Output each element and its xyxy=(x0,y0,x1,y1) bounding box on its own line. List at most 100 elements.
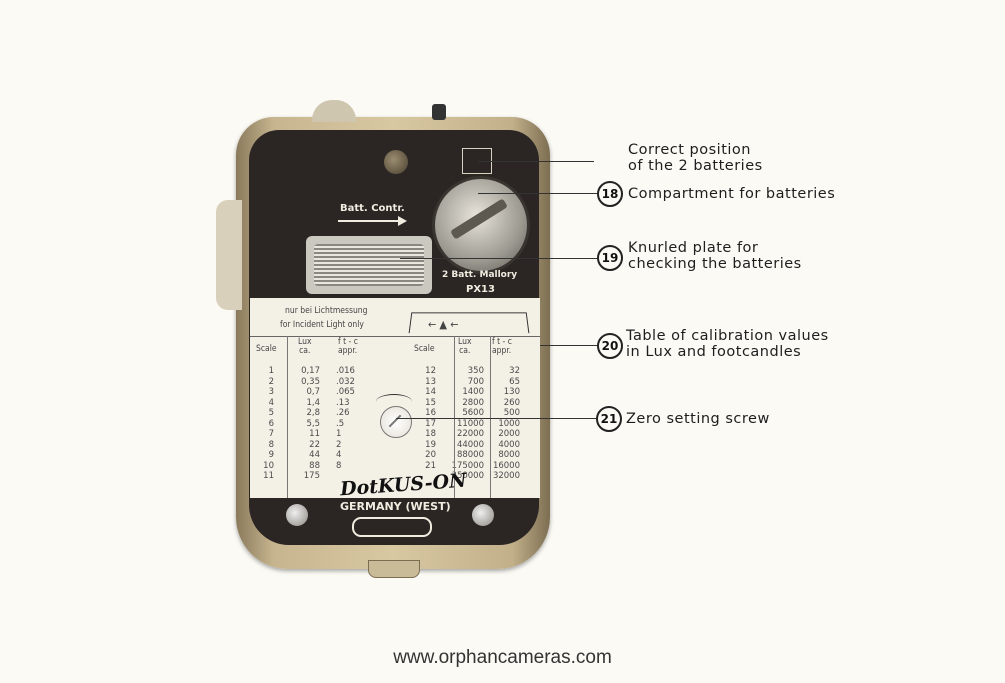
callout-text-battery-position-2: of the 2 batteries xyxy=(628,158,763,174)
table-cell-ftc: .016 xyxy=(336,366,355,376)
table-cell-lux: 2800 xyxy=(462,397,484,408)
callout-line-battery-position xyxy=(478,161,594,162)
table-cell-lux: 22 xyxy=(309,439,320,450)
callout-text-knurled-2: checking the batteries xyxy=(628,256,802,272)
window-slot xyxy=(352,517,432,537)
table-cell-ftc: 32000 xyxy=(492,471,520,481)
website-footer: www.orphancameras.com xyxy=(393,647,612,668)
table-cell-lux: 1,4 xyxy=(306,397,320,408)
callout-line-20 xyxy=(540,345,597,346)
table-cell-scale: 2 xyxy=(268,376,274,387)
table-cell-scale: 20 xyxy=(425,450,436,460)
table-cell-lux: 44 xyxy=(309,450,320,460)
table-cell-ftc: .26 xyxy=(336,408,350,418)
callout-number-18: 18 xyxy=(597,181,623,207)
batt-contr-label: Batt. Contr. xyxy=(340,203,405,214)
callout-line-18 xyxy=(478,193,597,194)
table-divider-3 xyxy=(490,336,491,498)
table-cell-lux: 0,35 xyxy=(301,376,320,387)
battery-model-label: PX13 xyxy=(466,284,495,295)
table-cell-ftc: 8000 xyxy=(498,450,520,460)
callout-number-21: 21 xyxy=(596,406,622,432)
table-cell-scale: 7 xyxy=(268,429,274,439)
table-cell-ftc: 16000 xyxy=(492,460,520,471)
table-cell-ftc: 8 xyxy=(336,460,342,471)
table-cell-lux: 175 xyxy=(303,471,320,481)
table-cell-scale: 8 xyxy=(268,439,274,450)
table-cell-scale: 18 xyxy=(425,429,436,439)
table-cell-scale: 9 xyxy=(268,450,274,460)
table-cell-ftc: 65 xyxy=(509,376,520,387)
table-cell-ftc: .032 xyxy=(336,376,355,387)
incident-arrows: ← ▲ ← xyxy=(428,318,459,331)
incident-diagram xyxy=(408,312,530,334)
table-cell-ftc: 4000 xyxy=(498,439,520,450)
header-lux-right: Lux ca. xyxy=(458,337,472,356)
callout-line-21 xyxy=(396,418,596,419)
table-cell-scale: 14 xyxy=(425,387,436,397)
table-divider-2 xyxy=(454,336,455,498)
table-cell-ftc: 1 xyxy=(336,429,342,439)
table-cell-ftc: 4 xyxy=(336,450,342,460)
table-cell-lux: 0,7 xyxy=(306,387,320,397)
table-cell-lux: 350000 xyxy=(451,471,484,481)
rotate-arrow-icon xyxy=(376,394,412,409)
header-lux-left: Lux ca. xyxy=(298,337,312,356)
side-knob-left xyxy=(216,200,242,310)
callout-number-19: 19 xyxy=(597,245,623,271)
table-cell-ftc: 2000 xyxy=(498,429,520,439)
table-cell-lux: 11 xyxy=(309,429,320,439)
table-cell-scale: 5 xyxy=(268,408,274,418)
table-cell-scale: 19 xyxy=(425,439,436,450)
arrow-head xyxy=(398,216,407,226)
table-cell-ftc: 260 xyxy=(503,397,520,408)
brand-label: GERMANY (WEST) xyxy=(340,500,451,513)
top-pin xyxy=(432,104,446,120)
table-cell-scale: 3 xyxy=(268,387,274,397)
table-cell-ftc: .13 xyxy=(336,397,350,408)
table-cell-scale: 4 xyxy=(268,397,274,408)
table-cell-scale: 11 xyxy=(263,471,274,481)
reading-button[interactable] xyxy=(384,150,408,174)
bottom-tab xyxy=(368,560,420,578)
callout-text-knurled-1: Knurled plate for xyxy=(628,240,759,256)
zero-setting-screw[interactable] xyxy=(380,406,412,438)
header-scale-right: Scale xyxy=(414,344,435,354)
table-divider-1 xyxy=(287,336,288,498)
table-cell-scale: 16 xyxy=(425,408,436,418)
left-screw xyxy=(286,504,308,526)
table-cell-scale: 6 xyxy=(268,418,274,429)
table-cell-lux: 22000 xyxy=(456,429,484,439)
table-cell-lux: 5,5 xyxy=(306,418,320,429)
arrow-right-icon xyxy=(338,220,400,222)
table-cell-ftc: 2 xyxy=(336,439,342,450)
table-cell-scale: 21 xyxy=(425,460,436,471)
header-ftc-right: f t - c appr. xyxy=(492,337,512,356)
incident-label-en: for Incident Light only xyxy=(280,320,364,330)
table-cell-scale: 17 xyxy=(425,418,436,429)
callout-line-19 xyxy=(400,258,597,259)
table-cell-scale: 15 xyxy=(425,397,436,408)
table-cell-ftc: 1000 xyxy=(498,418,520,429)
right-screw xyxy=(472,504,494,526)
table-cell-ftc: .065 xyxy=(336,387,355,397)
table-cell-lux: 175000 xyxy=(451,460,484,471)
table-cell-ftc: 32 xyxy=(509,366,520,376)
table-cell-lux: 0,17 xyxy=(301,366,320,376)
table-cell-lux: 1400 xyxy=(462,387,484,397)
table-cell-lux: 44000 xyxy=(456,439,484,450)
header-ftc-left: f t - c appr. xyxy=(338,337,358,356)
table-header-line xyxy=(250,336,540,337)
table-cell-ftc: 500 xyxy=(503,408,520,418)
header-scale-left: Scale xyxy=(256,344,277,354)
knurled-texture xyxy=(314,244,424,286)
table-cell-lux: 88 xyxy=(309,460,320,471)
table-cell-scale: 12 xyxy=(425,366,436,376)
battery-compartment-cap[interactable] xyxy=(432,176,530,274)
incident-label-de: nur bei Lichtmessung xyxy=(285,306,368,316)
